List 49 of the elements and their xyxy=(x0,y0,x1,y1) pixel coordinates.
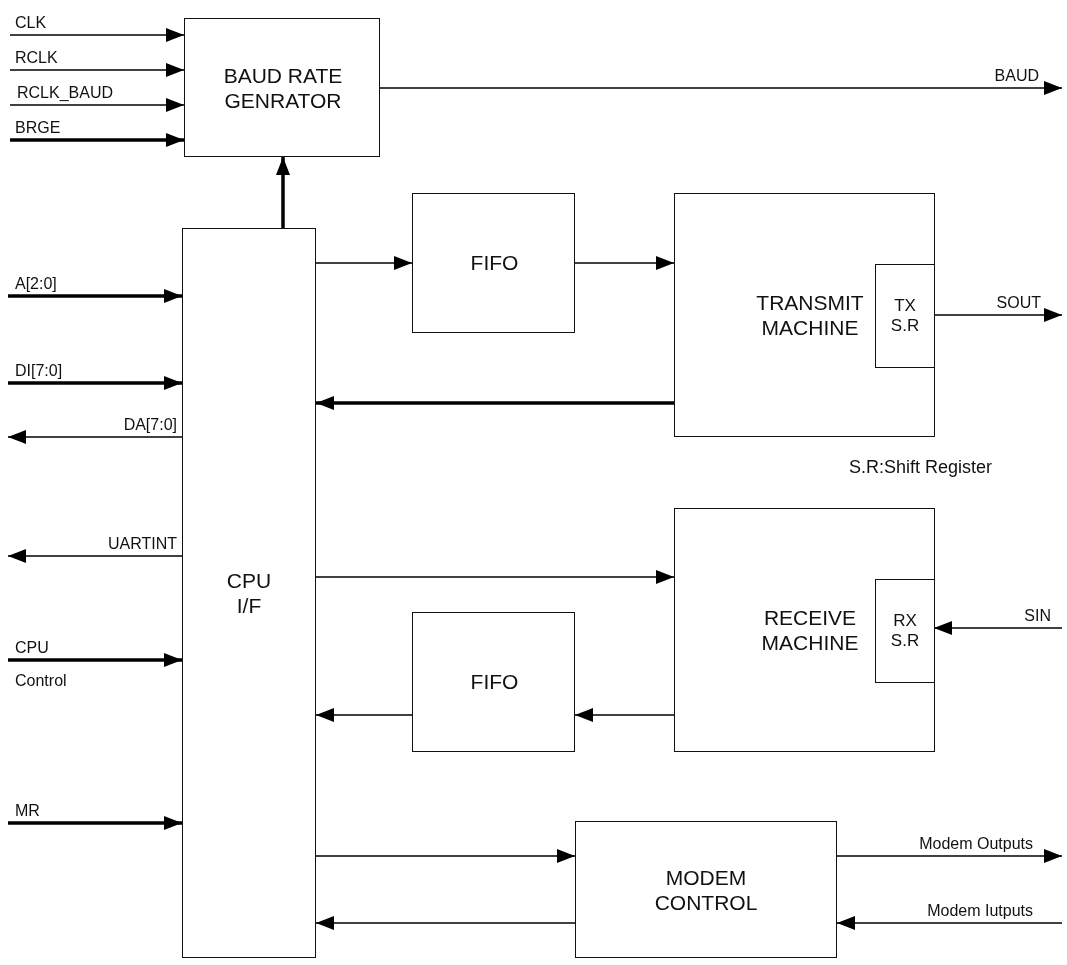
block-box xyxy=(575,821,837,958)
block-box xyxy=(674,508,935,752)
block-label: RX S.R xyxy=(889,610,921,652)
signal-arrow xyxy=(7,430,183,444)
signal-arrow xyxy=(315,849,576,863)
signal-arrow xyxy=(315,708,413,722)
signal-label: Modem Iutputs xyxy=(926,902,1034,920)
block-box xyxy=(182,228,316,958)
block-box xyxy=(184,18,380,157)
signal-arrow xyxy=(836,916,1063,930)
signal-label: Modem Outputs xyxy=(918,835,1034,853)
signal-label: RCLK_BAUD xyxy=(16,84,115,102)
signal-arrow xyxy=(7,549,183,563)
signal-arrow xyxy=(8,289,182,303)
signal-arrow xyxy=(9,28,185,42)
signal-arrow xyxy=(315,256,413,270)
block-label: CPU I/F xyxy=(225,567,273,619)
signal-arrow xyxy=(9,98,185,112)
signal-arrow xyxy=(276,157,290,228)
signal-arrow xyxy=(836,849,1063,863)
block-box xyxy=(674,193,935,437)
signal-arrow xyxy=(379,81,1063,95)
block-label: TRANSMIT MACHINE xyxy=(755,289,865,341)
signal-arrow xyxy=(8,653,182,667)
signal-arrow xyxy=(8,816,182,830)
signal-arrow xyxy=(933,308,1063,322)
signal-arrow xyxy=(574,708,675,722)
signal-arrow xyxy=(10,133,184,147)
register-box xyxy=(875,264,935,368)
signal-arrow xyxy=(316,396,674,410)
signal-label: DA[7:0] xyxy=(122,416,178,434)
block-label: MODEM CONTROL xyxy=(653,864,759,915)
signal-arrow xyxy=(933,621,1063,635)
signal-label: DI[7:0] xyxy=(14,362,64,380)
signal-arrow xyxy=(315,570,675,584)
note-text: S.R:Shift Register xyxy=(848,458,994,478)
signal-arrow xyxy=(9,63,185,77)
block-label: FIFO xyxy=(469,250,520,276)
register-box xyxy=(875,579,935,683)
block-label: BAUD RATE GENRATOR xyxy=(222,62,344,113)
signal-label: A[2:0] xyxy=(14,275,58,293)
block-label: FIFO xyxy=(469,669,520,695)
signal-arrow xyxy=(574,256,675,270)
block-label: RECEIVE MACHINE xyxy=(760,604,860,656)
signal-arrow xyxy=(315,916,576,930)
block-label: TX S.R xyxy=(889,295,921,337)
signal-arrow xyxy=(8,376,182,390)
block-box xyxy=(412,612,575,752)
block-box xyxy=(412,193,575,333)
